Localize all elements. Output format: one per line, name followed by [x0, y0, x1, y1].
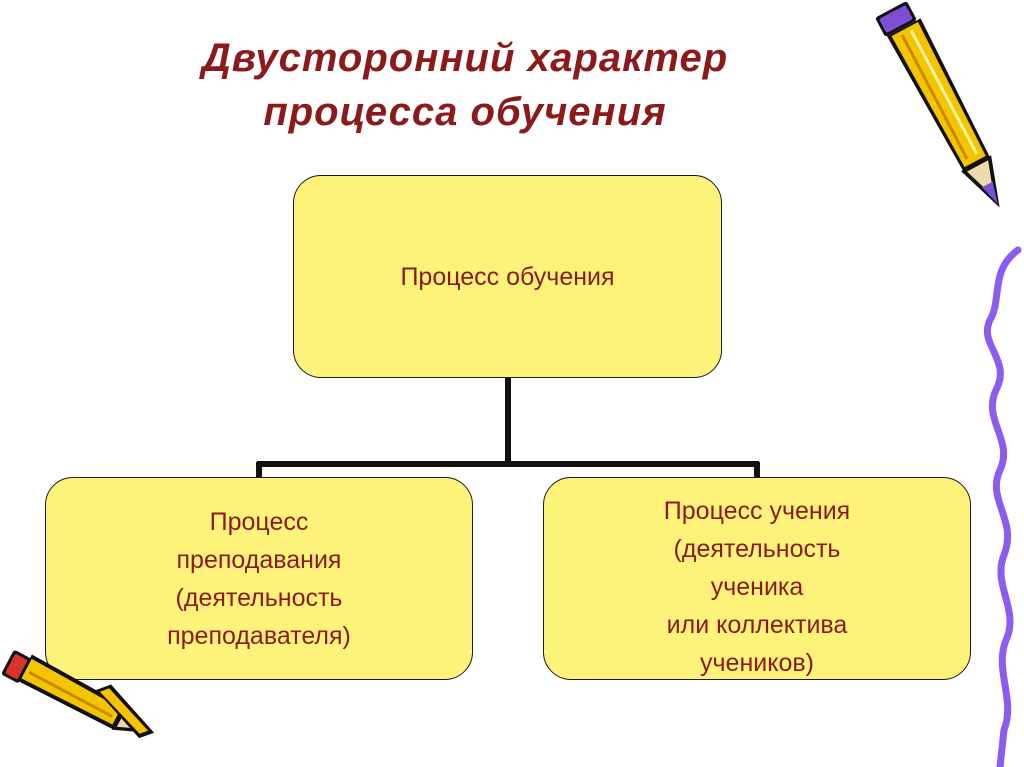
child-node-line: или коллектива	[666, 611, 848, 639]
slide-title-line-2: процесса обучения	[263, 90, 667, 134]
child-node-teaching: Процесс преподавания (деятельность препо…	[45, 477, 473, 680]
child-node-learning: Процесс учения (деятельность ученика или…	[543, 477, 971, 680]
child-node-line: ученика	[710, 573, 804, 601]
child-node-line: (деятельность	[673, 535, 841, 563]
child-node-line: учеников)	[700, 649, 814, 677]
child-node-line: преподавания	[176, 545, 342, 574]
root-node-label: Процесс обучения	[400, 263, 615, 291]
child-node-line: Процесс	[209, 507, 309, 536]
child-node-line: Процесс учения	[663, 497, 851, 525]
root-node-box: Процесс обучения	[293, 175, 722, 378]
child-node-line: преподавателя)	[167, 621, 351, 650]
slide-title-line-1: Двусторонний характер	[201, 36, 729, 80]
child-node-line: (деятельность	[175, 583, 343, 612]
